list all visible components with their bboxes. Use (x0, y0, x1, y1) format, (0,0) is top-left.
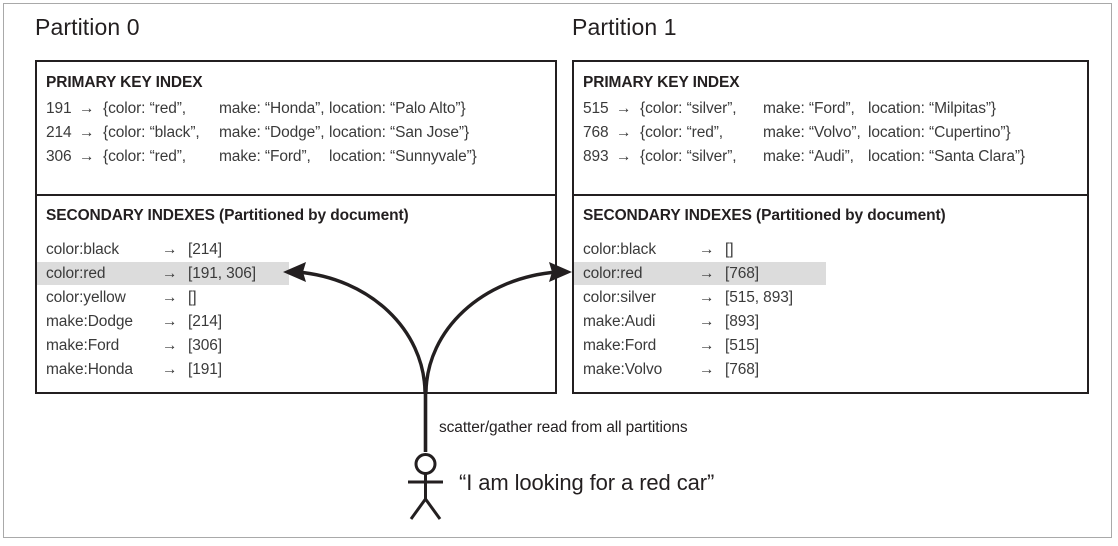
arrow-icon: → (162, 241, 178, 258)
arrow-icon: → (699, 337, 715, 354)
arrow-icon: → (616, 100, 632, 117)
secondary-index-value: [214] (188, 241, 222, 258)
partition-1-box: PRIMARY KEY INDEX 515 → {color: “silver”… (572, 60, 1089, 394)
arrow-icon: → (699, 241, 715, 258)
secondary-index-row: color:silver → [515, 893] (574, 286, 826, 309)
primary-make-field: make: “Ford”, (219, 148, 311, 165)
primary-make-field: make: “Audi”, (763, 148, 854, 165)
secondary-index-row: make:Honda → [191] (37, 358, 289, 381)
secondary-index-row: color:black → [] (574, 238, 826, 261)
arrow-icon: → (162, 265, 178, 282)
arrow-icon: → (79, 148, 95, 165)
arrow-icon: → (699, 361, 715, 378)
secondary-index-value: [214] (188, 313, 222, 330)
secondary-index-value: [191] (188, 361, 222, 378)
secondary-index-value: [] (725, 241, 734, 258)
secondary-index-label: make:Honda (46, 361, 133, 378)
primary-location-field: location: “Palo Alto”} (329, 100, 466, 117)
primary-key: 191 (46, 100, 72, 117)
primary-key: 893 (583, 148, 609, 165)
arrow-icon: → (162, 289, 178, 306)
primary-make-field: make: “Dodge”, (219, 124, 325, 141)
secondary-index-value: [191, 306] (188, 265, 256, 282)
secondary-index-row: color:yellow → [] (37, 286, 289, 309)
secondary-index-label: color:red (583, 265, 643, 282)
secondary-index-label: color:black (46, 241, 119, 258)
scatter-gather-annotation: scatter/gather read from all partitions (439, 419, 688, 436)
secondary-index-value: [893] (725, 313, 759, 330)
secondary-index-value: [] (188, 289, 197, 306)
arrow-icon: → (699, 265, 715, 282)
secondary-index-row: color:black → [214] (37, 238, 289, 261)
secondary-index-row: make:Ford → [306] (37, 334, 289, 357)
secondary-index-value: [515] (725, 337, 759, 354)
secondary-index-value: [768] (725, 361, 759, 378)
primary-color-field: {color: “red”, (103, 148, 187, 165)
partition-0-primary-header: PRIMARY KEY INDEX (46, 74, 203, 91)
arrow-icon: → (699, 289, 715, 306)
secondary-index-value: [306] (188, 337, 222, 354)
arrow-icon: → (79, 100, 95, 117)
secondary-index-label: color:black (583, 241, 656, 258)
arrow-icon: → (162, 361, 178, 378)
primary-make-field: make: “Honda”, (219, 100, 325, 117)
primary-location-field: location: “Santa Clara”} (868, 148, 1025, 165)
arrow-icon: → (616, 148, 632, 165)
primary-key: 306 (46, 148, 72, 165)
partition-0-box: PRIMARY KEY INDEX 191 → {color: “red”, m… (35, 60, 557, 394)
diagram-frame: Partition 0 Partition 1 PRIMARY KEY INDE… (3, 3, 1112, 538)
partition-1-title: Partition 1 (572, 14, 677, 40)
partition-0-secondary-header: SECONDARY INDEXES (Partitioned by docume… (46, 207, 409, 224)
secondary-index-label: color:red (46, 265, 106, 282)
arrow-icon: → (162, 337, 178, 354)
primary-key: 768 (583, 124, 609, 141)
primary-key: 515 (583, 100, 609, 117)
secondary-index-label: make:Audi (583, 313, 656, 330)
primary-color-field: {color: “silver”, (640, 100, 737, 117)
secondary-index-row-highlighted: color:red → [768] (574, 262, 826, 285)
secondary-index-label: make:Dodge (46, 313, 133, 330)
secondary-index-row: make:Ford → [515] (574, 334, 826, 357)
user-query-quote: “I am looking for a red car” (459, 470, 715, 495)
secondary-index-value: [768] (725, 265, 759, 282)
primary-location-field: location: “San Jose”} (329, 124, 470, 141)
secondary-index-label: color:silver (583, 289, 656, 306)
arrow-icon: → (616, 124, 632, 141)
arrow-icon: → (79, 124, 95, 141)
secondary-index-row: make:Audi → [893] (574, 310, 826, 333)
primary-color-field: {color: “red”, (640, 124, 724, 141)
primary-key: 214 (46, 124, 72, 141)
secondary-index-label: color:yellow (46, 289, 126, 306)
primary-make-field: make: “Ford”, (763, 100, 855, 117)
arrow-icon: → (699, 313, 715, 330)
primary-color-field: {color: “black”, (103, 124, 200, 141)
secondary-index-row: make:Volvo → [768] (574, 358, 826, 381)
partition-0-title: Partition 0 (35, 14, 140, 40)
primary-location-field: location: “Milpitas”} (868, 100, 996, 117)
section-divider (574, 194, 1087, 196)
arrow-icon: → (162, 313, 178, 330)
primary-location-field: location: “Sunnyvale”} (329, 148, 477, 165)
partition-1-primary-header: PRIMARY KEY INDEX (583, 74, 740, 91)
primary-color-field: {color: “silver”, (640, 148, 737, 165)
secondary-index-row: make:Dodge → [214] (37, 310, 289, 333)
secondary-index-row-highlighted: color:red → [191, 306] (37, 262, 289, 285)
secondary-index-label: make:Ford (46, 337, 120, 354)
secondary-index-label: make:Ford (583, 337, 657, 354)
secondary-index-label: make:Volvo (583, 361, 663, 378)
partition-1-secondary-header: SECONDARY INDEXES (Partitioned by docume… (583, 207, 946, 224)
primary-make-field: make: “Volvo”, (763, 124, 861, 141)
primary-color-field: {color: “red”, (103, 100, 187, 117)
section-divider (37, 194, 555, 196)
primary-location-field: location: “Cupertino”} (868, 124, 1011, 141)
secondary-index-value: [515, 893] (725, 289, 793, 306)
